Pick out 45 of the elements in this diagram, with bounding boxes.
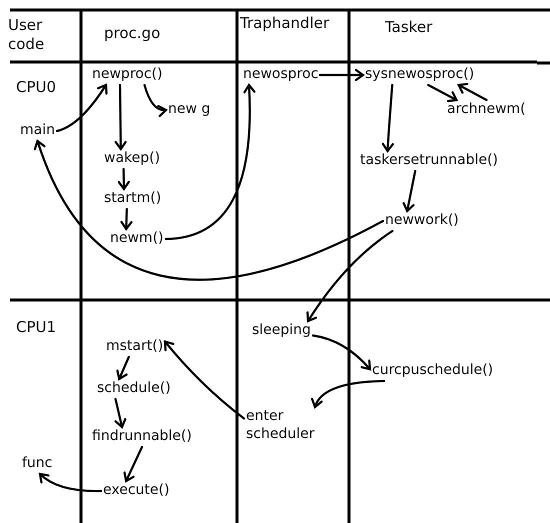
function-label: sleeping: [252, 322, 311, 340]
arrow: [116, 356, 130, 380]
function-label: mstart(): [106, 338, 164, 356]
function-label: findrunnable(): [92, 428, 192, 446]
arrow: [318, 68, 364, 82]
header-label: CPU0: [16, 78, 56, 97]
arrow: [312, 334, 372, 370]
arrow: [56, 84, 108, 132]
function-label: newproc(): [92, 66, 162, 84]
arrow: [143, 84, 168, 116]
function-label: main: [20, 122, 55, 140]
function-label: wakep(): [104, 150, 160, 168]
arrow: [312, 380, 386, 408]
function-label: sysnewosproc(): [365, 66, 474, 84]
function-label: taskersetrunnable(): [360, 152, 498, 170]
arrow: [114, 398, 126, 428]
arrow: [123, 446, 144, 482]
header-label: Tasker: [385, 18, 432, 37]
function-label: startm(): [104, 190, 162, 208]
arrow: [38, 472, 102, 492]
arrow: [34, 140, 384, 281]
arrow: [306, 230, 394, 322]
function-label: func: [22, 455, 52, 472]
header-label: User code: [8, 16, 46, 54]
arrow: [427, 84, 458, 102]
function-label: newm(): [110, 230, 164, 248]
header-label: Traphandler: [240, 14, 330, 33]
arrow: [118, 168, 130, 190]
arrow: [120, 208, 132, 230]
function-label: enter scheduler: [246, 408, 338, 443]
function-label: curcpuschedule(): [372, 362, 494, 380]
arrow: [114, 84, 127, 150]
function-label: new g: [168, 101, 210, 118]
arrow: [458, 82, 488, 102]
header-label: CPU1: [16, 318, 56, 337]
arrow: [382, 84, 394, 152]
function-label: newosproc: [243, 66, 318, 84]
arrow: [402, 170, 416, 212]
function-label: execute(): [103, 482, 170, 500]
arrow: [164, 84, 256, 240]
function-label: newwork(): [385, 212, 459, 230]
function-label: schedule(): [97, 380, 171, 398]
function-label: archnewm(: [447, 101, 526, 118]
header-label: proc.go: [104, 24, 160, 43]
arrow: [164, 340, 246, 420]
